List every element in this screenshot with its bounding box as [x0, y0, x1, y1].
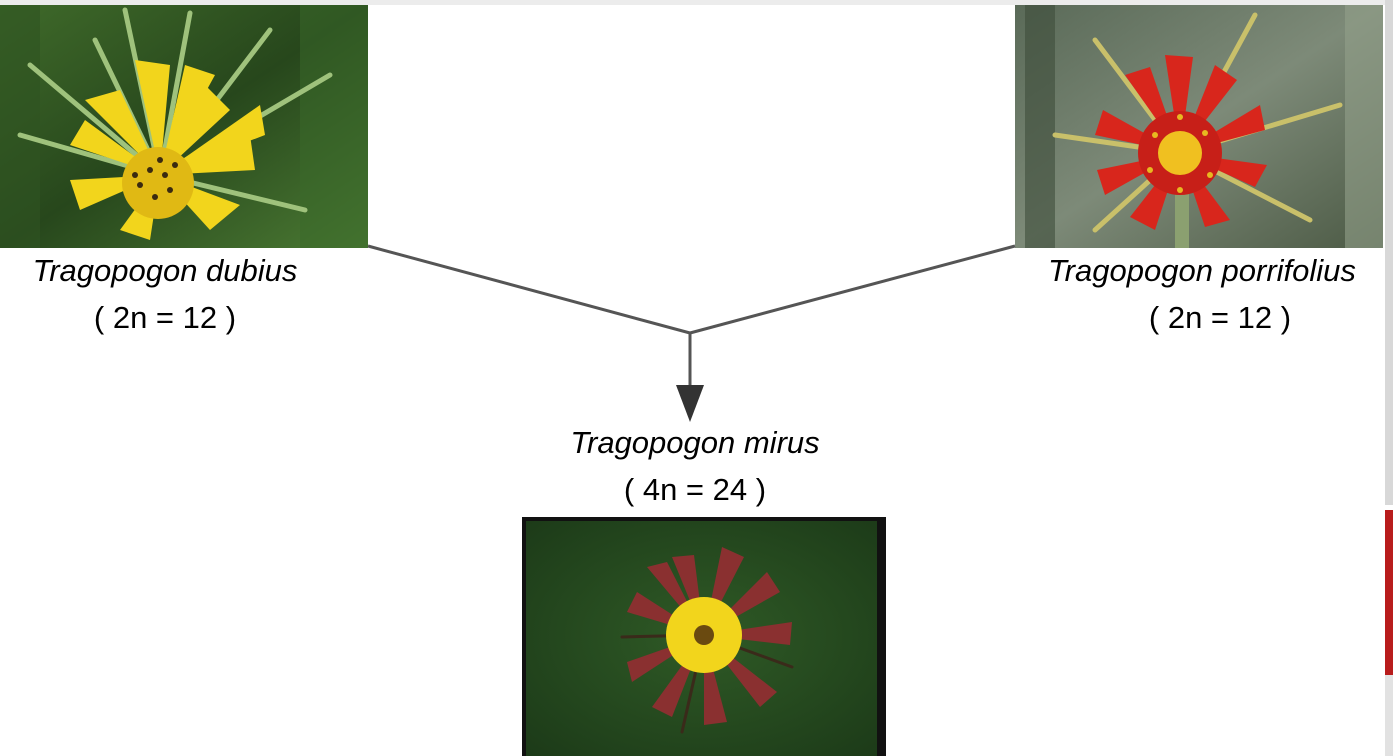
photo-tragopogon-dubius: [0, 5, 368, 248]
chromosome-count-mirus: ( 4n = 24 ): [500, 472, 890, 508]
photo-tragopogon-mirus: [522, 517, 886, 756]
right-edge-lower-strip: [1385, 675, 1393, 756]
connector-from-dubius: [368, 246, 690, 333]
label-tragopogon-mirus: Tragopogon mirus: [500, 425, 890, 461]
chromosome-count-dubius: ( 2n = 12 ): [0, 300, 330, 336]
label-tragopogon-porrifolius: Tragopogon porrifolius: [1012, 253, 1392, 289]
photo-tragopogon-porrifolius: [1015, 5, 1383, 248]
chromosome-count-porrifolius: ( 2n = 12 ): [1040, 300, 1393, 336]
right-edge-red-strip: [1385, 510, 1393, 675]
label-tragopogon-dubius: Tragopogon dubius: [0, 253, 330, 289]
right-edge-strip: [1385, 0, 1393, 505]
connector-from-porrifolius: [690, 246, 1015, 333]
arrowhead-down: [676, 385, 704, 422]
